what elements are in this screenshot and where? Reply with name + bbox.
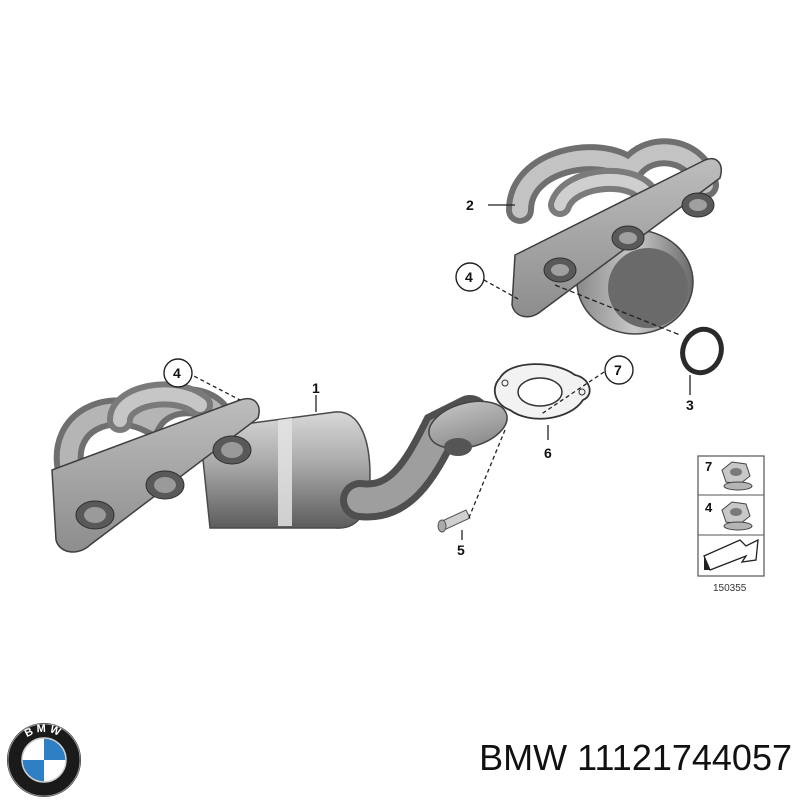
flange-gasket-part bbox=[493, 363, 591, 420]
flange-nut-7-icon bbox=[721, 461, 753, 491]
arrow-indicator-icon bbox=[703, 538, 759, 571]
caption-brand: BMW bbox=[479, 737, 568, 778]
reference-number: 150355 bbox=[713, 583, 747, 594]
legend-box: 7 4 bbox=[697, 455, 765, 577]
callout-4-lower: 4 bbox=[173, 365, 181, 381]
callout-4-lower-circle bbox=[163, 358, 193, 388]
leader-lines bbox=[187, 204, 691, 540]
flange-nut-4-icon bbox=[721, 501, 753, 531]
callout-1: 1 bbox=[312, 380, 320, 396]
callout-2: 2 bbox=[466, 197, 474, 213]
bmw-logo-lettering: BMW bbox=[23, 723, 65, 740]
callout-7: 7 bbox=[614, 362, 622, 378]
caption-part-number: 11121744057 bbox=[577, 737, 792, 778]
upper-manifold-part bbox=[506, 138, 722, 335]
lower-manifold-part bbox=[51, 381, 508, 553]
bmw-roundel-icon: BMW bbox=[7, 723, 81, 797]
part-number-caption: BMW 11121744057 bbox=[408, 737, 792, 779]
legend-item-4-label: 4 bbox=[705, 500, 713, 515]
callout-4-upper: 4 bbox=[465, 269, 473, 285]
callout-6: 6 bbox=[544, 445, 552, 461]
callout-7-circle bbox=[604, 355, 634, 385]
stud-bolt-part bbox=[437, 509, 471, 533]
callout-3: 3 bbox=[686, 397, 694, 413]
callout-4-upper-circle bbox=[455, 262, 485, 292]
legend-item-7-label: 7 bbox=[705, 459, 712, 474]
gasket-ring-part bbox=[680, 326, 724, 376]
callout-5: 5 bbox=[457, 542, 465, 558]
